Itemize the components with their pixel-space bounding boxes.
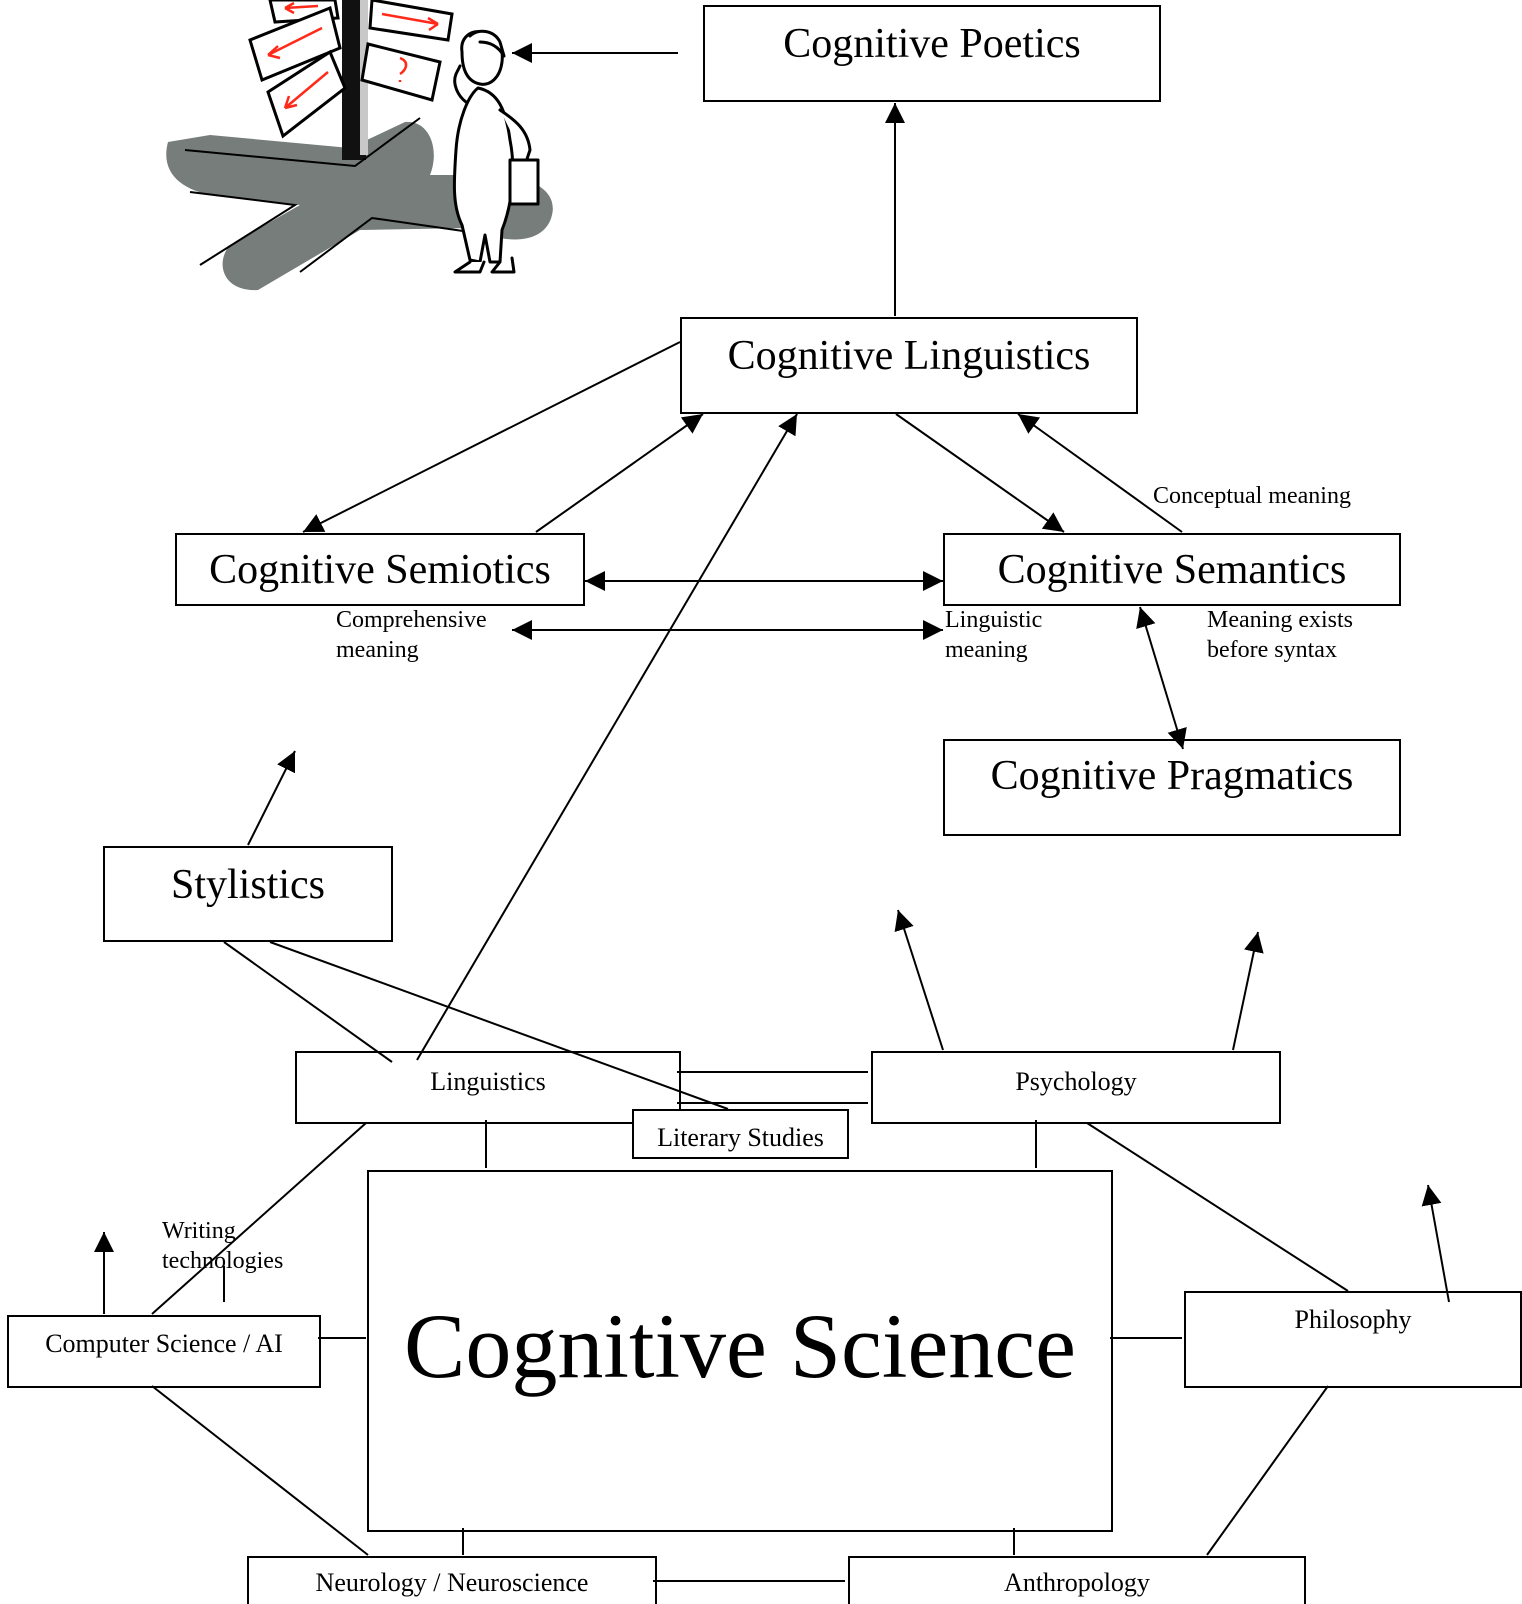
cognitive-semiotics-label: Cognitive Semiotics	[209, 547, 551, 593]
linguistic-meaning-line-1: Linguistic	[945, 607, 1043, 633]
cognitive-linguistics-box: Cognitive Linguistics	[680, 317, 1138, 414]
stylistics-box: Stylistics	[103, 846, 393, 942]
linguistics-label: Linguistics	[430, 1067, 546, 1096]
cognitive-pragmatics-box: Cognitive Pragmatics	[943, 739, 1401, 836]
cognitive-pragmatics-label: Cognitive Pragmatics	[990, 753, 1354, 799]
signpost-shadow	[166, 121, 553, 291]
literary-studies-label: Literary Studies	[657, 1123, 824, 1152]
cognitive-science-label: Cognitive Science	[404, 1295, 1076, 1397]
psychology-label: Psychology	[1015, 1067, 1137, 1096]
arrow-lines	[94, 43, 1450, 1314]
meaning-exists-line-1: Meaning exists	[1207, 607, 1353, 633]
connector-lines	[151, 941, 1349, 1582]
writing-technologies-line-1: Writing	[162, 1218, 236, 1244]
neurology-neuroscience-box: Neurology / Neuroscience	[247, 1556, 657, 1604]
computer-science-ai-box: Computer Science / AI	[7, 1315, 321, 1388]
linguistic-meaning-line-2: meaning	[945, 637, 1028, 663]
writing-technologies-line-2: technologies	[162, 1248, 284, 1274]
meaning-exists-line-2: before syntax	[1207, 637, 1337, 663]
cognitive-poetics-box: Cognitive Poetics	[703, 5, 1161, 102]
literary-studies-box: Literary Studies	[632, 1109, 849, 1159]
comprehensive-meaning-line-1: Comprehensive	[336, 607, 487, 633]
philosophy-label: Philosophy	[1294, 1305, 1412, 1334]
comprehensive-meaning-line-2: meaning	[336, 637, 419, 663]
cognitive-linguistics-label: Cognitive Linguistics	[727, 333, 1091, 379]
cognitive-science-box: Cognitive Science	[367, 1170, 1113, 1532]
psychology-box: Psychology	[871, 1051, 1281, 1124]
writing-technologies-label: Writing technologies	[162, 1216, 283, 1276]
signpost-with-confused-businessman-icon	[166, 0, 553, 291]
neurology-neuroscience-label: Neurology / Neuroscience	[315, 1568, 589, 1597]
computer-science-ai-label: Computer Science / AI	[45, 1329, 283, 1358]
cognitive-semiotics-box: Cognitive Semiotics	[175, 533, 585, 606]
comprehensive-meaning-label: Comprehensive meaning	[336, 605, 487, 665]
cognitive-poetics-label: Cognitive Poetics	[783, 21, 1081, 67]
linguistic-meaning-label: Linguistic meaning	[945, 605, 1042, 665]
linguistics-box: Linguistics	[295, 1051, 681, 1124]
meaning-exists-label: Meaning exists before syntax	[1207, 605, 1353, 665]
philosophy-box: Philosophy	[1184, 1291, 1522, 1388]
stylistics-label: Stylistics	[170, 862, 326, 908]
cognitive-semantics-box: Cognitive Semantics	[943, 533, 1401, 606]
anthropology-label: Anthropology	[1004, 1568, 1150, 1597]
cognitive-semantics-label: Cognitive Semantics	[997, 547, 1347, 593]
anthropology-box: Anthropology	[848, 1556, 1306, 1604]
conceptual-meaning-label: Conceptual meaning	[1153, 483, 1351, 509]
